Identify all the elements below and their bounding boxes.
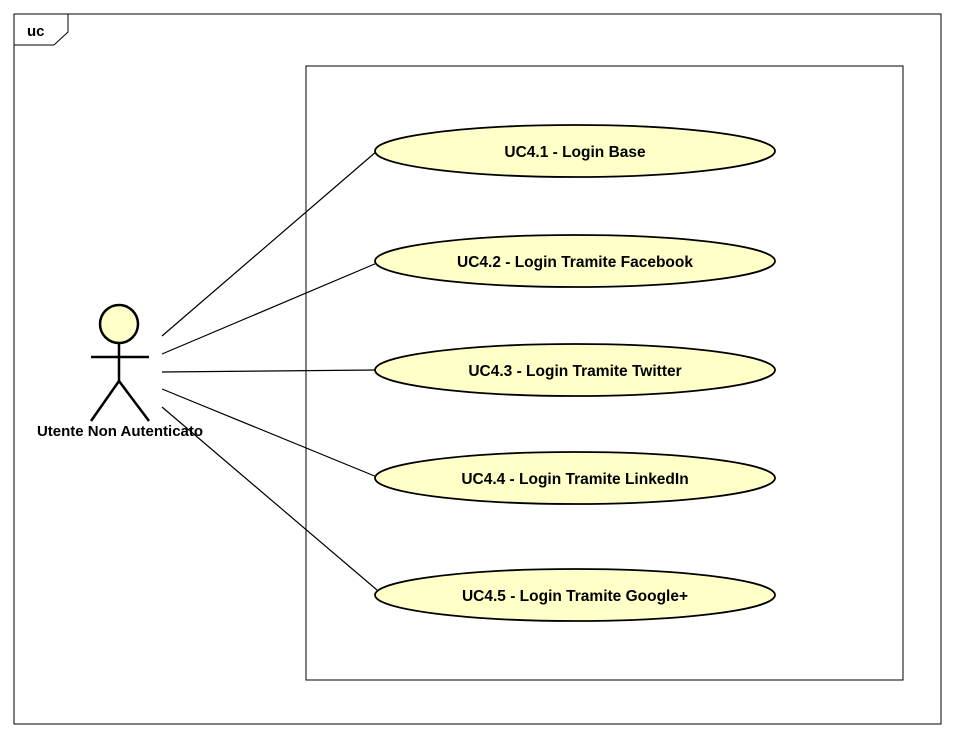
use-case-uc4-4[interactable]: UC4.4 - Login Tramite LinkedIn [374,451,776,505]
use-case-label: UC4.5 - Login Tramite Google+ [462,588,688,605]
actor-utente-non-autenticato[interactable] [89,303,150,422]
association-uc4-1[interactable] [161,150,378,337]
use-case-ellipse [374,451,776,505]
actor-label: Utente Non Autenticato [37,423,203,440]
use-case-ellipse [374,568,776,622]
actor-right-leg [118,380,150,422]
association-uc4-5[interactable] [161,406,378,591]
use-case-uc4-5[interactable]: UC4.5 - Login Tramite Google+ [374,568,776,622]
use-case-uc4-2[interactable]: UC4.2 - Login Tramite Facebook [374,234,776,288]
associations [161,150,378,591]
association-uc4-4[interactable] [161,388,378,478]
use-case-ellipse [374,124,776,178]
association-uc4-2[interactable] [161,262,378,355]
use-case-label: UC4.4 - Login Tramite LinkedIn [461,471,688,488]
use-case-ellipse [374,343,776,397]
frame-tag [13,13,69,46]
use-case-label: UC4.3 - Login Tramite Twitter [468,363,681,380]
use-case-uc4-1[interactable]: UC4.1 - Login Base [374,124,776,178]
association-uc4-3[interactable] [161,369,378,373]
use-case-label: UC4.1 - Login Base [504,144,646,161]
use-case-uc4-3[interactable]: UC4.3 - Login Tramite Twitter [374,343,776,397]
actor-left-leg [89,380,121,422]
actor-head [98,303,140,345]
use-case-label: UC4.2 - Login Tramite Facebook [457,254,693,271]
frame-tag-label: uc [27,23,45,40]
use-case-ellipse [374,234,776,288]
